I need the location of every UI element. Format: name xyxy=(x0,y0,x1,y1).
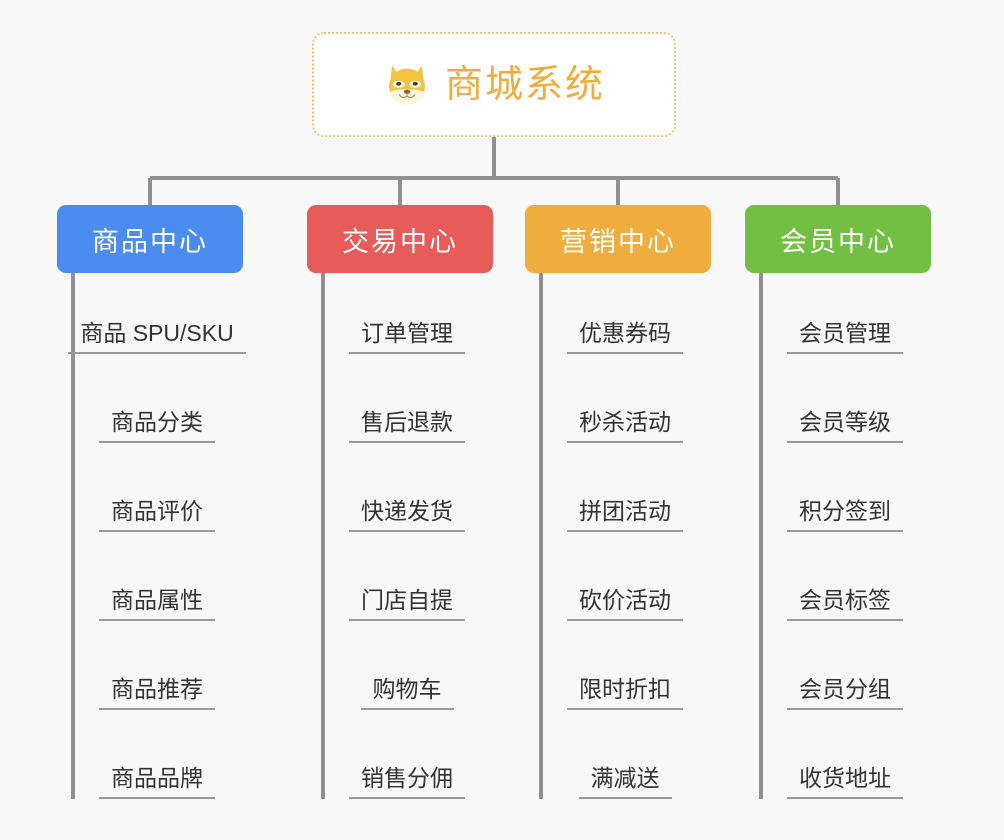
leaf-item-label: 商品推荐 xyxy=(99,676,215,710)
leaf-item-label: 购物车 xyxy=(360,676,454,710)
leaf-item[interactable]: 商品属性 xyxy=(73,561,241,621)
leaf-item-label: 商品分类 xyxy=(99,409,215,443)
leaf-item[interactable]: 门店自提 xyxy=(323,561,491,621)
leaf-item[interactable]: 商品评价 xyxy=(73,472,241,532)
leaf-item[interactable]: 销售分佣 xyxy=(323,739,491,799)
category-box-trade-center[interactable]: 交易中心 xyxy=(307,205,493,273)
leaf-item-label: 会员等级 xyxy=(787,409,903,443)
leaf-item-label: 砍价活动 xyxy=(567,587,683,621)
leaf-item-label: 收货地址 xyxy=(787,765,903,799)
leaf-item-label: 商品属性 xyxy=(99,587,215,621)
shiba-dog-face-icon xyxy=(388,65,425,104)
leaf-item-label: 秒杀活动 xyxy=(567,409,683,443)
leaf-item[interactable]: 会员管理 xyxy=(761,294,929,354)
leaf-item-label: 门店自提 xyxy=(349,587,465,621)
leaf-item[interactable]: 订单管理 xyxy=(323,294,491,354)
leaf-item-label: 会员标签 xyxy=(787,587,903,621)
category-label: 交易中心 xyxy=(342,226,458,257)
leaf-item[interactable]: 商品 SPU/SKU xyxy=(68,294,246,354)
leaf-item-label: 满减送 xyxy=(578,765,672,799)
leaf-item[interactable]: 优惠券码 xyxy=(541,294,709,354)
category-label: 会员中心 xyxy=(780,226,896,257)
leaf-item[interactable]: 砍价活动 xyxy=(541,561,709,621)
leaf-item[interactable]: 拼团活动 xyxy=(541,472,709,532)
root-node[interactable]: 商城系统 xyxy=(312,32,676,137)
leaf-item[interactable]: 秒杀活动 xyxy=(541,383,709,443)
leaf-item-label: 拼团活动 xyxy=(567,498,683,532)
leaf-item-label: 商品品牌 xyxy=(99,765,215,799)
leaf-item[interactable]: 购物车 xyxy=(323,650,491,710)
leaf-item-label: 订单管理 xyxy=(349,320,465,354)
leaf-item[interactable]: 会员分组 xyxy=(761,650,929,710)
category-box-product-center[interactable]: 商品中心 xyxy=(57,205,243,273)
leaf-item[interactable]: 商品品牌 xyxy=(73,739,241,799)
leaf-item[interactable]: 积分签到 xyxy=(761,472,929,532)
leaf-item[interactable]: 限时折扣 xyxy=(541,650,709,710)
leaf-item[interactable]: 会员标签 xyxy=(761,561,929,621)
leaf-item-label: 售后退款 xyxy=(349,409,465,443)
leaf-item-label: 会员分组 xyxy=(787,676,903,710)
category-box-marketing-center[interactable]: 营销中心 xyxy=(525,205,711,273)
leaf-item-label: 商品评价 xyxy=(99,498,215,532)
leaf-item[interactable]: 满减送 xyxy=(541,739,709,799)
leaf-item[interactable]: 会员等级 xyxy=(761,383,929,443)
category-label: 营销中心 xyxy=(560,226,676,257)
leaf-item-label: 商品 SPU/SKU xyxy=(68,320,246,354)
leaf-item-label: 限时折扣 xyxy=(567,676,683,710)
leaf-item[interactable]: 售后退款 xyxy=(323,383,491,443)
leaf-item-label: 快递发货 xyxy=(349,498,465,532)
leaf-item[interactable]: 收货地址 xyxy=(761,739,929,799)
leaf-item-label: 会员管理 xyxy=(787,320,903,354)
leaf-item[interactable]: 商品分类 xyxy=(73,383,241,443)
leaf-item[interactable]: 快递发货 xyxy=(323,472,491,532)
root-title: 商城系统 xyxy=(444,63,605,106)
leaf-item-label: 销售分佣 xyxy=(349,765,465,799)
leaf-item-label: 积分签到 xyxy=(787,498,903,532)
leaf-item-label: 优惠券码 xyxy=(567,320,683,354)
leaf-item[interactable]: 商品推荐 xyxy=(73,650,241,710)
category-label: 商品中心 xyxy=(92,226,208,257)
category-box-member-center[interactable]: 会员中心 xyxy=(745,205,931,273)
